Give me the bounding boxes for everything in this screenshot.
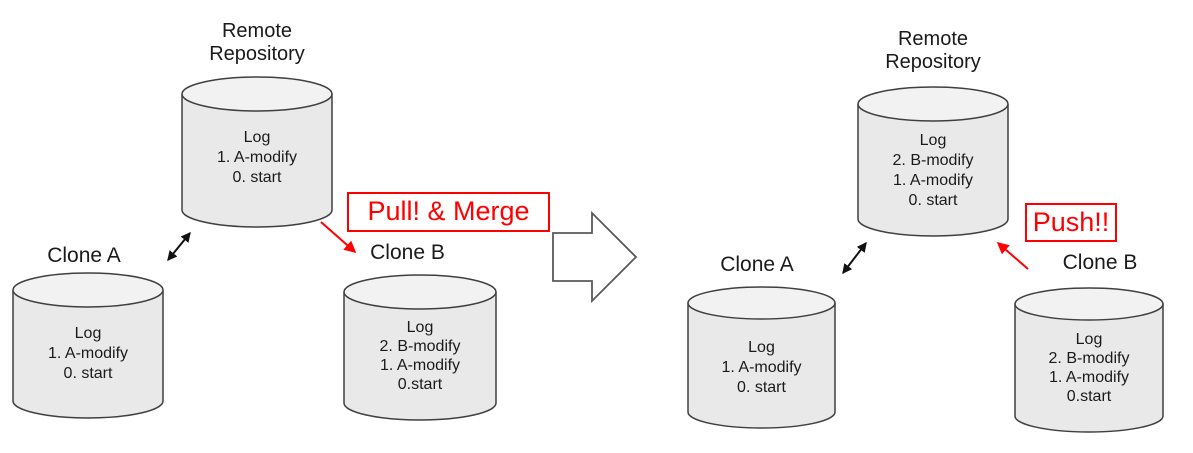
cylinder-clone-a-right	[687, 286, 836, 429]
clone-b-label-right: Clone B	[1062, 251, 1138, 274]
sync-arrow-right-icon	[842, 241, 867, 275]
remote-log-right: Log 2. B-modify 1. A-modify 0. start	[858, 131, 1008, 211]
log-line: Log	[406, 319, 434, 336]
log-line: 0.start	[397, 376, 443, 393]
clone-a-log-left: Log 1. A-modify 0. start	[13, 324, 163, 384]
transition-block-arrow-icon	[552, 210, 638, 304]
log-line: 1. A-modify	[721, 359, 802, 376]
clone-a-label-left: Clone A	[47, 244, 121, 267]
log-line: Log	[1075, 331, 1103, 348]
log-line: 0. start	[63, 365, 113, 382]
cylinder-clone-b-right	[1014, 287, 1164, 433]
log-line: 0.start	[1066, 388, 1112, 405]
push-callout: Push!!	[1025, 203, 1117, 242]
log-line: 1. A-modify	[379, 357, 461, 374]
sync-arrow-left-icon	[167, 231, 191, 262]
remote-repository-title-right: Remote Repository	[853, 28, 1013, 74]
log-line: 0. start	[232, 169, 282, 186]
log-line: 0. start	[737, 379, 786, 396]
log-line: Log	[748, 339, 775, 356]
cylinder-remote-repository-left	[181, 76, 333, 228]
log-line: 0. start	[908, 192, 958, 209]
log-line: Log	[919, 132, 947, 149]
cylinder-remote-repository-right	[857, 86, 1009, 237]
pull-merge-callout: Pull! & Merge	[347, 192, 550, 232]
log-line: Log	[74, 325, 102, 342]
clone-b-label-left: Clone B	[370, 241, 445, 264]
log-line: 1. A-modify	[892, 172, 974, 189]
clone-b-log-left: Log 2. B-modify 1. A-modify 0.start	[344, 318, 496, 394]
log-line: 1. A-modify	[216, 149, 298, 166]
remote-title-line2: Repository	[209, 43, 305, 65]
log-line: 1. A-modify	[1048, 369, 1130, 386]
cylinder-clone-b-left	[343, 274, 497, 421]
log-line: 2. B-modify	[1048, 350, 1130, 367]
remote-title-line2: Repository	[885, 51, 981, 73]
remote-repository-title-left: Remote Repository	[177, 20, 337, 66]
clone-b-log-right: Log 2. B-modify 1. A-modify 0.start	[1015, 330, 1163, 406]
log-line: Log	[243, 129, 271, 146]
pull-arrow-icon	[320, 221, 357, 254]
log-line: 1. A-modify	[47, 345, 129, 362]
log-line: 2. B-modify	[892, 152, 974, 169]
remote-title-line1: Remote	[221, 20, 293, 42]
clone-a-log-right: Log 1. A-modify 0. start	[688, 338, 835, 398]
log-line: 2. B-modify	[379, 338, 461, 355]
push-arrow-icon	[996, 241, 1029, 270]
cylinder-clone-a-left	[12, 272, 164, 419]
remote-log-left: Log 1. A-modify 0. start	[182, 128, 332, 188]
remote-title-line1: Remote	[897, 28, 969, 50]
clone-a-label-right: Clone A	[720, 253, 794, 276]
